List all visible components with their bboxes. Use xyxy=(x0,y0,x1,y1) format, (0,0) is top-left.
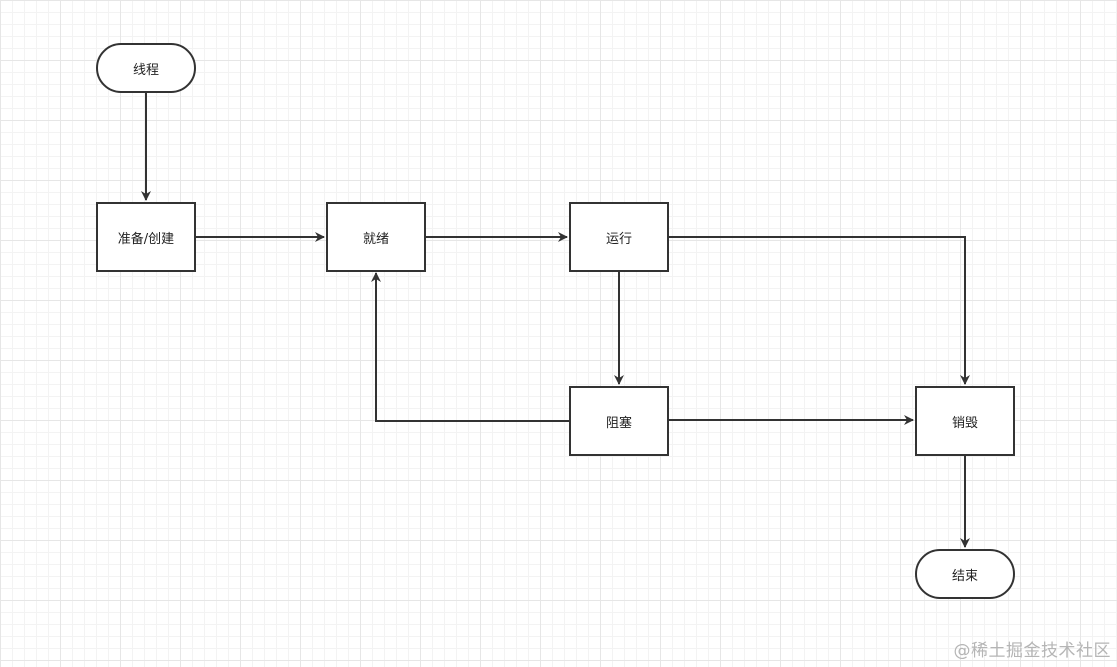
watermark-text: @稀土掘金技术社区 xyxy=(953,641,1111,661)
node-blocked-label: 阻塞 xyxy=(605,415,632,431)
node-running-label: 运行 xyxy=(605,231,632,247)
node-thread-label: 线程 xyxy=(132,62,159,78)
node-thread[interactable]: 线程 xyxy=(96,43,196,93)
node-destroy-label: 销毁 xyxy=(951,415,978,431)
node-ready-label: 就绪 xyxy=(362,231,389,247)
edge-blocked-to-ready[interactable] xyxy=(371,272,569,422)
node-blocked[interactable]: 阻塞 xyxy=(569,386,669,456)
node-running[interactable]: 运行 xyxy=(569,202,669,272)
node-end[interactable]: 结束 xyxy=(915,549,1015,599)
node-create[interactable]: 准备/创建 xyxy=(96,202,196,272)
node-destroy[interactable]: 销毁 xyxy=(915,386,1015,456)
edge-running-to-destroy[interactable] xyxy=(669,236,970,385)
node-create-label: 准备/创建 xyxy=(117,231,175,247)
node-ready[interactable]: 就绪 xyxy=(326,202,426,272)
node-end-label: 结束 xyxy=(951,568,978,584)
